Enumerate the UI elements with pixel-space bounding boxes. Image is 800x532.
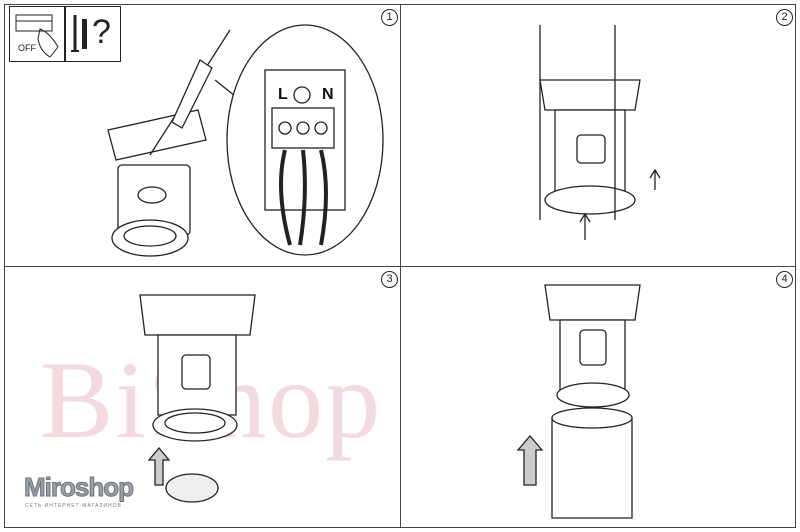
terminal-live-label: L bbox=[278, 86, 288, 103]
fixture-step3 bbox=[139, 294, 256, 503]
fixture-step2 bbox=[539, 25, 661, 240]
terminal-neutral-label: N bbox=[322, 86, 334, 103]
miroshop-tagline: СЕТЬ ИНТЕРНЕТ-МАГАЗИНОВ bbox=[25, 503, 122, 509]
screw-anchor-icon: ? bbox=[65, 6, 121, 62]
step-number-3: 3 bbox=[381, 271, 398, 288]
breaker-off-icon: OFF bbox=[9, 6, 65, 62]
terminal-block-zoom bbox=[214, 24, 384, 256]
question-mark: ? bbox=[92, 13, 111, 51]
miroshop-logo: Miroshop bbox=[24, 472, 135, 502]
off-label: OFF bbox=[18, 43, 36, 53]
panel-divider-vertical bbox=[400, 4, 401, 528]
fixture-step4 bbox=[516, 284, 641, 519]
step-number-1: 1 bbox=[381, 9, 398, 26]
fixture-step1 bbox=[107, 29, 231, 257]
step-number-4: 4 bbox=[776, 271, 793, 288]
step-number-2: 2 bbox=[776, 9, 793, 26]
